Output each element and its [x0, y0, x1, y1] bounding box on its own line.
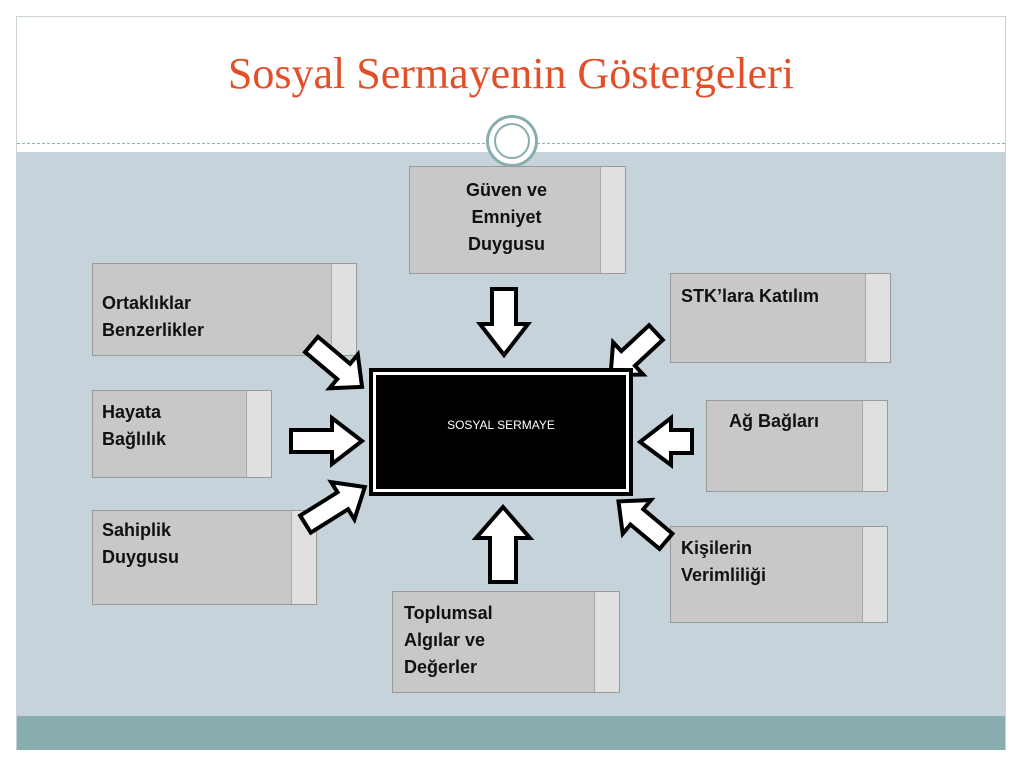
arrow-left-icon [636, 413, 694, 469]
box-kisiler-label: Kişilerin Verimliliği [681, 538, 767, 585]
footer-band [17, 716, 1005, 750]
box-kisiler: Kişilerin Verimliliği [670, 526, 888, 623]
box-stk-label: STK’lara Katılım [681, 286, 820, 306]
box-ortaklik-label: Ortaklıklar Benzerlikler [102, 293, 205, 340]
center-box: SOSYAL SERMAYE [369, 368, 633, 496]
box-stk: STK’lara Katılım [670, 273, 891, 363]
box-sahiplik-label: Sahiplik Duygusu [102, 520, 180, 567]
ring-ornament-icon [486, 115, 538, 167]
arrow-down-icon [475, 287, 533, 359]
arrow-diagonal-up-left-icon [616, 497, 676, 552]
box-guven: Güven ve Emniyet Duygusu [409, 166, 626, 274]
box-ag-label: Ağ Bağları [729, 411, 820, 431]
box-toplumsal-label: Toplumsal Algılar ve Değerler [404, 603, 493, 677]
arrow-diagonal-down-right-icon [302, 333, 365, 391]
arrow-diagonal-down-left-icon [608, 322, 666, 377]
arrow-up-icon [471, 503, 535, 584]
arrow-right-icon [289, 413, 366, 469]
center-label: SOSYAL SERMAYE [447, 418, 555, 432]
box-guven-label: Güven ve Emniyet Duygusu [465, 180, 548, 254]
box-ag: Ağ Bağları [706, 400, 888, 492]
box-hayata: Hayata Bağlılık [92, 390, 272, 478]
arrow-diagonal-up-right-icon [297, 479, 368, 536]
box-hayata-label: Hayata Bağlılık [102, 402, 167, 449]
slide-title: Sosyal Sermayenin Göstergeleri [227, 49, 795, 98]
box-toplumsal: Toplumsal Algılar ve Değerler [392, 591, 620, 693]
